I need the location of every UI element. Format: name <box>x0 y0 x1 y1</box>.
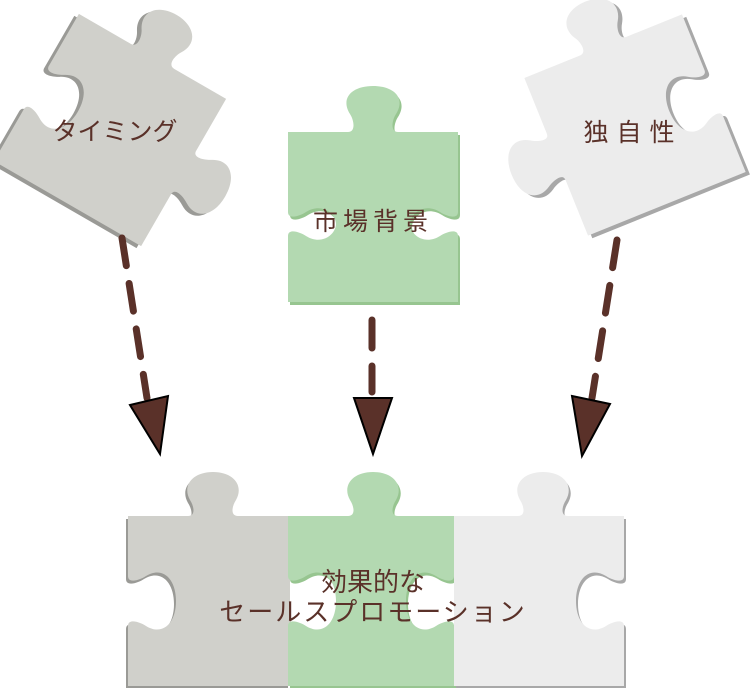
puzzle-piece-timing <box>0 9 231 249</box>
label-timing: タイミング <box>52 117 178 146</box>
arrow-uniqueness <box>570 236 621 460</box>
puzzle-piece-market <box>288 86 460 305</box>
bottom-piece-center <box>288 472 456 688</box>
puzzle-piece-uniqueness <box>508 0 750 239</box>
label-uniqueness: 独自性 <box>583 118 683 147</box>
bottom-piece-right <box>454 472 626 688</box>
arrow-market <box>352 316 394 458</box>
label-market: 市場背景 <box>312 207 433 236</box>
bottom-label-line1: 効果的な <box>320 568 425 598</box>
bottom-piece-left <box>126 472 290 688</box>
arrow-timing <box>118 234 170 457</box>
bottom-label-line2: セールスプロモーション <box>219 598 527 628</box>
